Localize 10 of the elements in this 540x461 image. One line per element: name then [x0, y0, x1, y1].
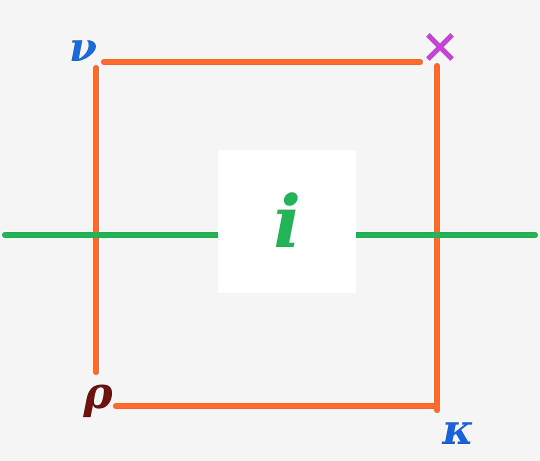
vertex-label: ×: [420, 26, 460, 66]
line: [434, 63, 440, 413]
line: [93, 65, 99, 375]
line: [113, 403, 437, 409]
vertex-label: i: [273, 179, 301, 264]
vertex-label: ν: [62, 28, 104, 68]
vertex-label: ρ: [80, 372, 116, 416]
vertex-label: κ: [434, 410, 482, 450]
label-card: [218, 150, 356, 293]
line: [101, 59, 423, 65]
